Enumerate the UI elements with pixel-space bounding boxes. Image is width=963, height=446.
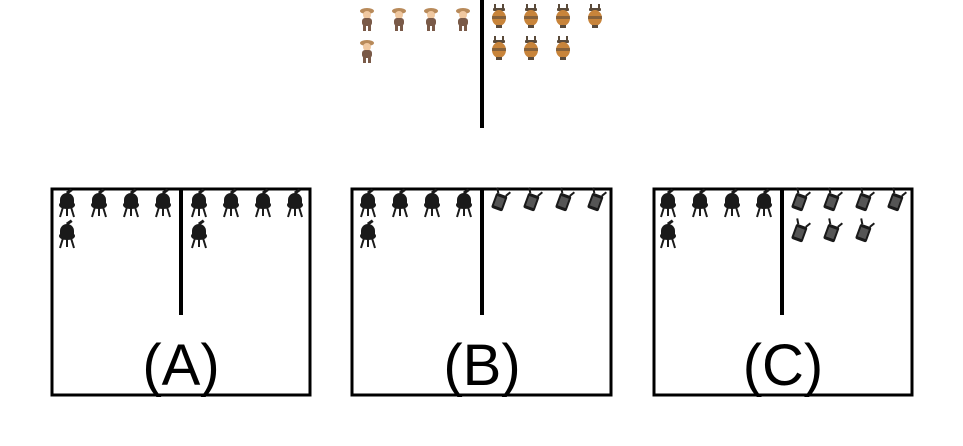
- option-c-left-group: [659, 187, 773, 249]
- grill-icon: [190, 187, 208, 218]
- grill-tilted-icon: [853, 186, 876, 213]
- pot-icon: [588, 4, 602, 28]
- pot-icon: [492, 4, 506, 28]
- figure-icon: [424, 8, 438, 31]
- grill-tilted-icon: [821, 217, 844, 244]
- pot-icon: [556, 36, 570, 60]
- option-c-panel[interactable]: (C): [652, 186, 914, 398]
- option-a-left-group: [58, 187, 172, 249]
- option-a-label: (A): [142, 333, 219, 398]
- grill-tilted-icon: [885, 186, 908, 213]
- option-b-right-group: [489, 186, 608, 213]
- option-b-left-group: [359, 187, 473, 249]
- grill-icon: [423, 187, 441, 218]
- grill-tilted-icon: [553, 186, 576, 213]
- figure-icon: [360, 8, 374, 31]
- grill-icon: [659, 187, 677, 218]
- option-c-right-group: [789, 186, 908, 244]
- option-a-panel[interactable]: (A): [50, 187, 312, 398]
- option-c-label: (C): [743, 333, 824, 398]
- grill-icon: [222, 187, 240, 218]
- grill-icon: [122, 187, 140, 218]
- grill-icon: [58, 218, 76, 249]
- figure-icon: [392, 8, 406, 31]
- question-right-group: [492, 4, 602, 60]
- grill-icon: [755, 187, 773, 218]
- grill-icon: [254, 187, 272, 218]
- option-b-panel[interactable]: (B): [350, 186, 613, 398]
- grill-tilted-icon: [789, 217, 812, 244]
- grill-icon: [723, 187, 741, 218]
- grill-icon: [359, 218, 377, 249]
- question-left-group: [360, 8, 470, 63]
- pot-icon: [524, 36, 538, 60]
- pot-icon: [492, 36, 506, 60]
- grill-icon: [90, 187, 108, 218]
- question-panel: [360, 0, 602, 128]
- grill-icon: [691, 187, 709, 218]
- grill-tilted-icon: [821, 186, 844, 213]
- figure-icon: [360, 40, 374, 63]
- figure-icon: [456, 8, 470, 31]
- grill-icon: [391, 187, 409, 218]
- grill-tilted-icon: [489, 186, 512, 213]
- grill-icon: [190, 218, 208, 249]
- grill-icon: [154, 187, 172, 218]
- pot-icon: [556, 4, 570, 28]
- grill-tilted-icon: [853, 217, 876, 244]
- option-b-label: (B): [443, 333, 520, 398]
- grill-tilted-icon: [521, 186, 544, 213]
- grill-icon: [359, 187, 377, 218]
- grill-tilted-icon: [789, 186, 812, 213]
- grill-icon: [286, 187, 304, 218]
- option-a-right-group: [190, 187, 304, 249]
- grill-icon: [659, 218, 677, 249]
- grill-icon: [455, 187, 473, 218]
- grill-tilted-icon: [585, 186, 608, 213]
- pot-icon: [524, 4, 538, 28]
- grill-icon: [58, 187, 76, 218]
